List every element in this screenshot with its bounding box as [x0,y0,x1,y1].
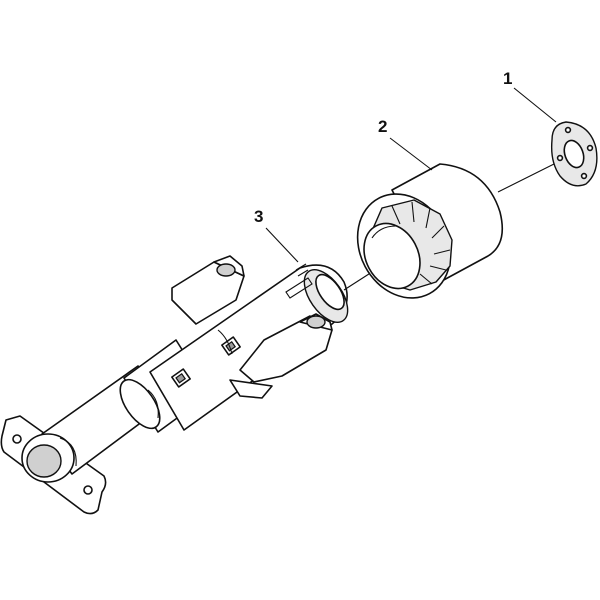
sleeve-front-rim [119,378,161,430]
assembly-axis-line-3-2 [343,271,373,291]
retainer-ring-bore [563,139,585,169]
housing-square-hole-1-inner [175,372,187,384]
shroud-rib-3 [425,207,431,229]
callout-3: 3 [254,207,299,263]
tube-end-face [26,444,62,478]
shroud-rib-4 [431,225,445,239]
callout-2-label: 2 [378,117,387,136]
part-2-shroud [356,163,504,299]
shroud-rib-6 [429,265,447,271]
shroud-inner-bore [363,222,421,290]
assembly-axis-line-2-1 [497,161,559,193]
bracket-right-nut [306,315,326,329]
callout-1: 1 [503,69,557,123]
callout-3-leader [265,227,299,263]
part-3-column-assembly [0,255,349,515]
shroud-bore-lip [371,225,397,239]
callout-1-leader [513,87,557,123]
housing-slot-2 [295,263,307,271]
callout-3-label: 3 [254,207,263,226]
housing-top-bore [315,273,345,311]
callout-2: 2 [378,117,433,171]
retainer-hole-2 [586,144,594,152]
housing-slot-1 [285,277,313,299]
bracket-left-nut [216,263,236,277]
retainer-hole-1 [564,126,572,134]
shroud-rib-2 [411,201,415,223]
shroud-rib-5 [433,249,451,255]
flange-hole-left [12,434,22,444]
part-1-retainer-ring [550,121,598,187]
collar-edge [59,437,77,467]
shroud-rib-1 [391,205,401,225]
shroud-rib-7 [419,273,433,285]
housing-slot-3 [297,269,309,277]
retainer-hole-4 [556,154,564,162]
housing-contour [217,329,233,355]
sleeve-inner-line [147,389,159,419]
retainer-hole-3 [580,172,588,180]
shroud-outer-shell [391,163,504,283]
bracket-right-foot [229,379,273,399]
flange-hole-right [83,485,93,495]
callout-2-leader [389,137,433,171]
callout-1-label: 1 [503,69,512,88]
